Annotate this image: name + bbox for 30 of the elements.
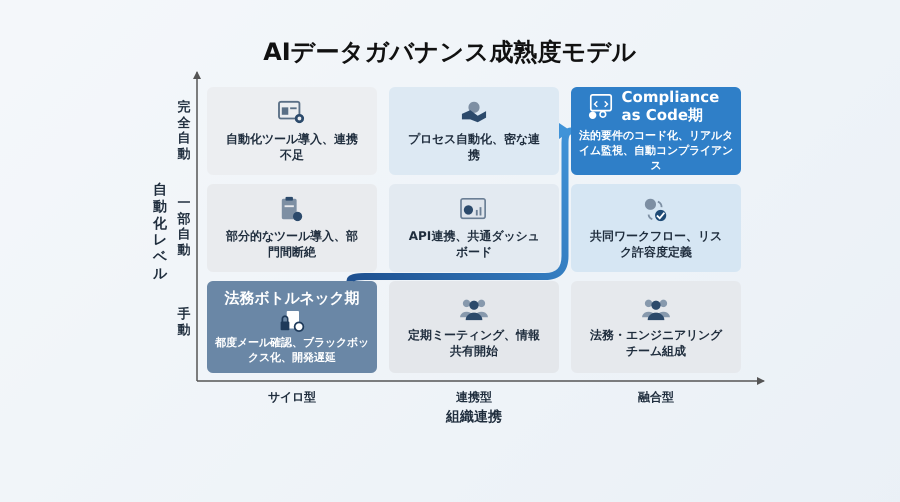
axis-tick-label: 完全自動: [176, 100, 192, 162]
cell-text: プロセス自動化、密な連携: [407, 130, 541, 164]
stage-heading: 法務ボトルネック期: [224, 288, 360, 307]
axis-title: 自動化レベル: [152, 182, 168, 283]
matrix-cell: [207, 281, 377, 373]
matrix-cell: [389, 281, 559, 373]
title: AIデータガバナンス成熟度モデル: [262, 37, 638, 68]
cell-text: API連携、共通ダッシュボード: [408, 228, 540, 260]
cell-text: 法務・エンジニアリングチーム組成: [589, 326, 724, 360]
matrix-cell: [389, 184, 559, 272]
cell-text: 定期ミーティング、情報共有開始: [406, 326, 541, 360]
matrix-cell: [571, 184, 741, 272]
matrix-cell: [207, 87, 377, 175]
axis-tick-label: 一部自動: [176, 196, 192, 258]
matrix-cell: [207, 184, 377, 272]
cell-text: 部分的なツール導入、部門間断絶: [224, 228, 359, 260]
axis-tick-label: サイロ型: [268, 389, 316, 406]
axis-tick-label: 連携型: [456, 389, 492, 406]
axis-tick-label: 融合型: [638, 389, 674, 406]
matrix-cell: [389, 87, 559, 175]
matrix-cell: [571, 87, 741, 175]
cell-text: 法的要件のコード化、リアルタイム監視、自動コンプライアンス: [579, 129, 733, 174]
cell-text: 共同ワークフロー、リスク許容度定義: [589, 228, 723, 260]
axis-tick-label: 手動: [176, 307, 192, 338]
cell-text: 都度メール確認、ブラックボックス化、開発遅延: [215, 336, 369, 366]
stage-heading: Compliance as Code期: [622, 88, 720, 124]
growth-arrow: [347, 124, 572, 284]
cell-text: 自動化ツール導入、連携不足: [225, 130, 359, 164]
matrix-cell: [571, 281, 741, 373]
axis-title: 組織連携: [446, 408, 502, 426]
